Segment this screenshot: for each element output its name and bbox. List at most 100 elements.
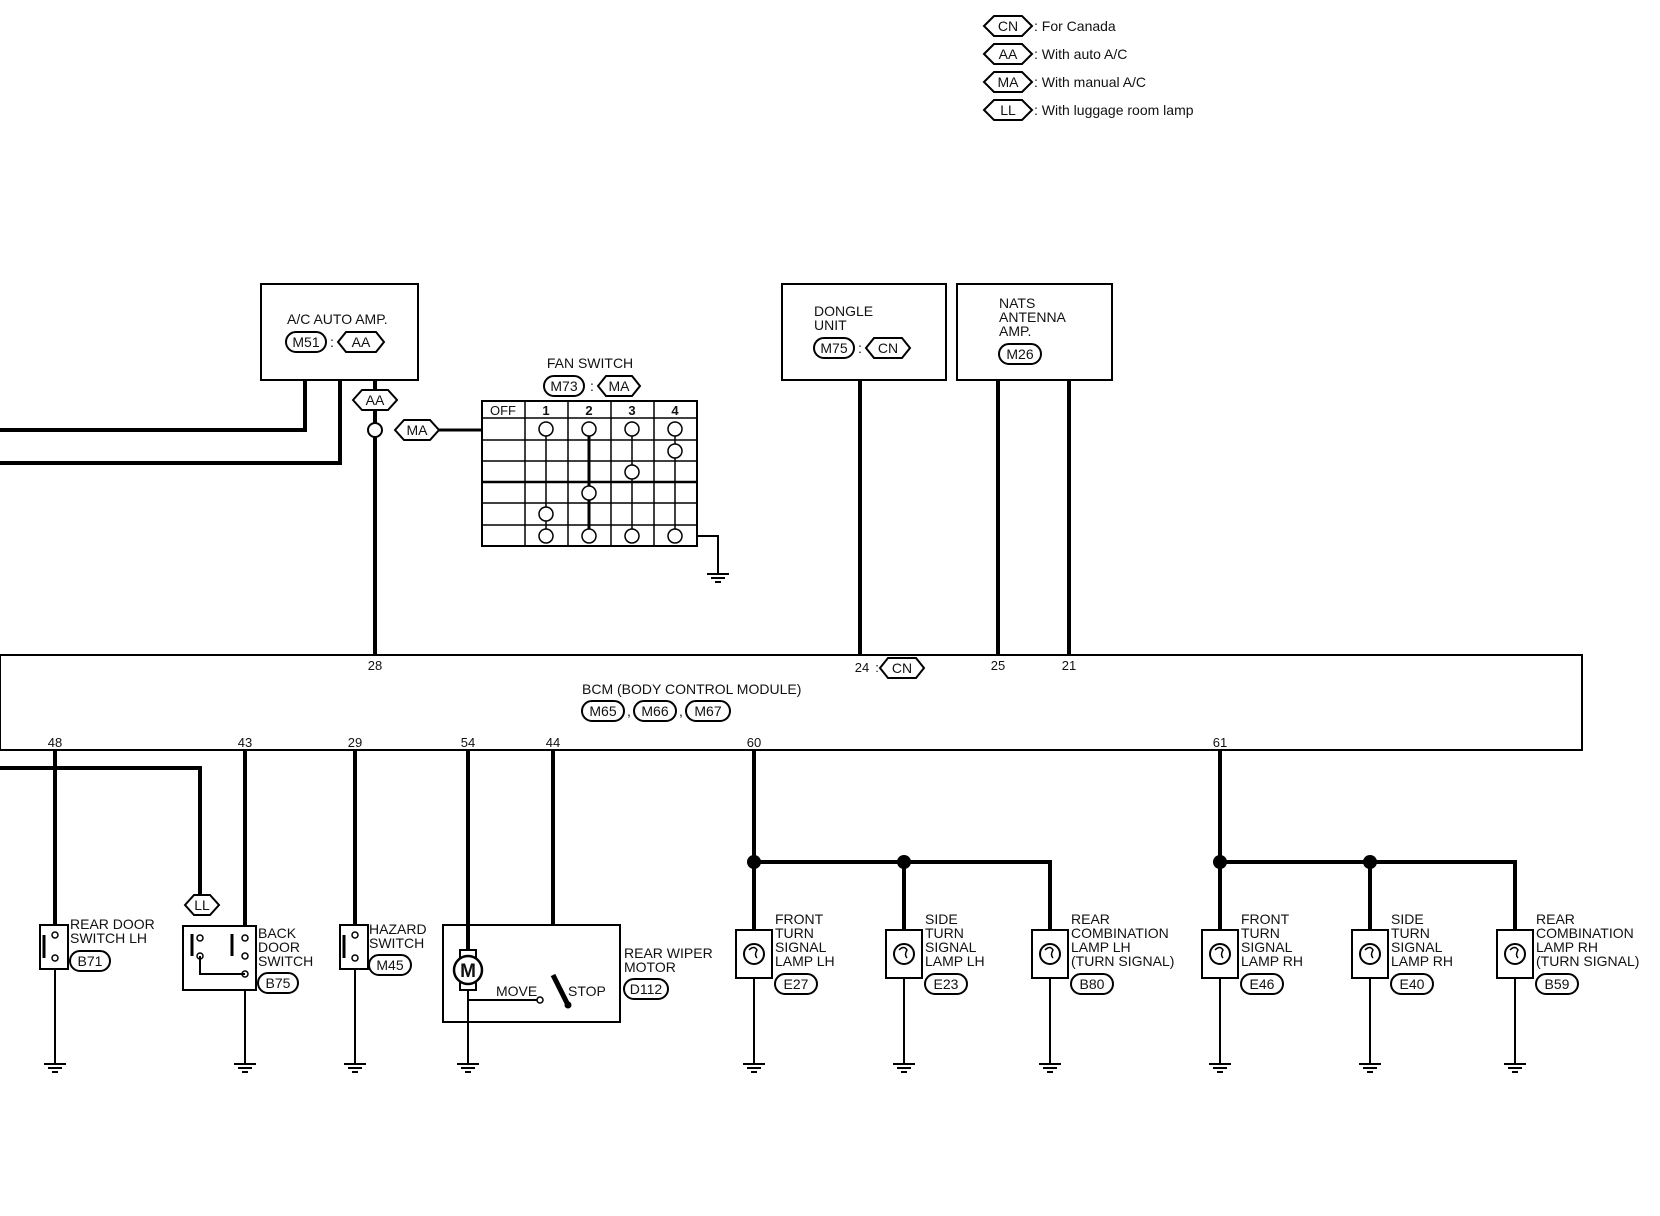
- back-door-switch: LL BACK DOOR SWITCH B75: [182, 894, 313, 1073]
- dongle-unit: DONGLE UNIT M75 : CN: [781, 283, 947, 381]
- bcm-pin-48: 48: [48, 735, 62, 750]
- fan-contacts: [538, 421, 683, 544]
- nats-title-1: NATS: [999, 295, 1035, 311]
- motor-icon: [452, 954, 484, 986]
- lamp-label-line: SIDE: [925, 911, 958, 927]
- bcm-pin-28: 28: [368, 658, 382, 673]
- bcm-pin-61: 61: [1213, 735, 1227, 750]
- lamp-label-line: SIGNAL: [925, 939, 977, 955]
- dongle-title-1: DONGLE: [814, 303, 873, 319]
- lamp-label-line: (TURN SIGNAL): [1071, 953, 1174, 969]
- lamp-label-line: REAR: [1071, 911, 1110, 927]
- nats-antenna-amp: NATS ANTENNA AMP. M26: [956, 283, 1113, 381]
- ma-tag: MA: [407, 422, 429, 438]
- nats-connector: M26: [1006, 346, 1033, 362]
- bcm-pin-54: 54: [461, 735, 475, 750]
- lamp-label-line: SIDE: [1391, 911, 1424, 927]
- splice-dots: [747, 855, 1377, 869]
- legend-text: : For Canada: [1034, 18, 1116, 34]
- legend-item-ll: LL : With luggage room lamp: [982, 99, 1194, 121]
- ground-icon: [742, 1049, 766, 1073]
- legend-code: AA: [999, 46, 1018, 62]
- bcm-pin-24-option: CN: [892, 660, 912, 676]
- ground-icon: [343, 1049, 367, 1073]
- lamp-label-line: SIGNAL: [775, 939, 827, 955]
- wiper-stop-label: STOP: [568, 983, 606, 999]
- dongle-connector: M75: [820, 340, 847, 356]
- fan-switch-sep: :: [590, 378, 594, 394]
- fan-col-off: OFF: [490, 403, 516, 418]
- bcm-pin-43: 43: [238, 735, 252, 750]
- fan-col-4: 4: [671, 403, 679, 418]
- wiper-connector: D112: [630, 981, 663, 997]
- lamp-label-line: TURN: [925, 925, 964, 941]
- lamp-label-line: COMBINATION: [1071, 925, 1169, 941]
- ground-icon: [892, 1049, 916, 1073]
- lamp-connector: E40: [1400, 976, 1425, 992]
- lamp-label-line: FRONT: [1241, 911, 1290, 927]
- back-door-label-2: DOOR: [258, 939, 300, 955]
- ac-auto-amp: A/C AUTO AMP. M51 : AA: [260, 283, 419, 381]
- hazard-switch: HAZARD SWITCH M45: [339, 921, 427, 1073]
- ac-amp-sep: :: [330, 334, 334, 350]
- legend-item-ma: MA : With manual A/C: [982, 71, 1146, 93]
- ground-icon: [1038, 1049, 1062, 1073]
- back-door-label-3: SWITCH: [258, 953, 313, 969]
- bcm-pin-29: 29: [348, 735, 362, 750]
- fan-switch: FAN SWITCH M73 : MA OFF 1 2 3 4: [481, 355, 730, 583]
- ground-icon: [1358, 1049, 1382, 1073]
- fan-col-3: 3: [628, 403, 635, 418]
- aa-ma-splice: AA MA: [351, 389, 441, 441]
- lamp-label-line: SIGNAL: [1391, 939, 1443, 955]
- ground-icon: [233, 1049, 257, 1073]
- rear-wiper-motor: M MOVE STOP REAR WIPER MOTOR D112: [442, 924, 713, 1073]
- lamp-label-line: LAMP LH: [925, 953, 985, 969]
- legend-text: : With luggage room lamp: [1034, 102, 1194, 118]
- fan-col-2: 2: [585, 403, 592, 418]
- bcm-pin-25: 25: [991, 658, 1005, 673]
- bcm-connector-1: M65: [589, 703, 616, 719]
- lamp-label-line: TURN: [1241, 925, 1280, 941]
- fan-ground-icon: [706, 559, 730, 583]
- rear-door-lh-connector: B71: [78, 953, 103, 969]
- nats-title-3: AMP.: [999, 323, 1031, 339]
- rear-door-lh-label-1: REAR DOOR: [70, 916, 155, 932]
- bcm-sep-2: ,: [679, 703, 683, 719]
- lamp-label-line: LAMP LH: [1071, 939, 1131, 955]
- ground-icon: [456, 1049, 480, 1073]
- ac-amp-option: AA: [352, 334, 371, 350]
- lamp-connector: B80: [1080, 976, 1105, 992]
- lamp-connector: E23: [934, 976, 959, 992]
- bcm: 28 24 : CN 25 21 BCM (BODY CONTROL MODUL…: [0, 654, 1583, 751]
- legend-item-aa: AA : With auto A/C: [982, 43, 1127, 65]
- dongle-sep: :: [858, 340, 862, 356]
- wiper-label-2: MOTOR: [624, 959, 676, 975]
- bcm-connector-3: M67: [694, 703, 721, 719]
- lamp-connector: B59: [1545, 976, 1570, 992]
- bcm-pin-24-sep: :: [875, 660, 879, 675]
- lamp-label-line: LAMP RH: [1536, 939, 1598, 955]
- legend-text: : With manual A/C: [1034, 74, 1146, 90]
- hazard-connector: M45: [376, 957, 403, 973]
- bcm-pin-44: 44: [546, 735, 560, 750]
- fan-switch-connector: M73: [550, 378, 577, 394]
- wiper-label-1: REAR WIPER: [624, 945, 713, 961]
- lamp-label-line: LAMP LH: [775, 953, 835, 969]
- bcm-title: BCM (BODY CONTROL MODULE): [582, 681, 801, 697]
- lamp-label-line: LAMP RH: [1241, 953, 1303, 969]
- back-door-connector: B75: [266, 975, 291, 991]
- lamp-label-line: REAR: [1536, 911, 1575, 927]
- wiper-move-label: MOVE: [496, 983, 537, 999]
- lamp-label-line: TURN: [775, 925, 814, 941]
- fan-switch-title: FAN SWITCH: [547, 355, 633, 371]
- lamp-label-line: COMBINATION: [1536, 925, 1634, 941]
- hazard-label-2: SWITCH: [369, 935, 424, 951]
- lamp-label-line: FRONT: [775, 911, 824, 927]
